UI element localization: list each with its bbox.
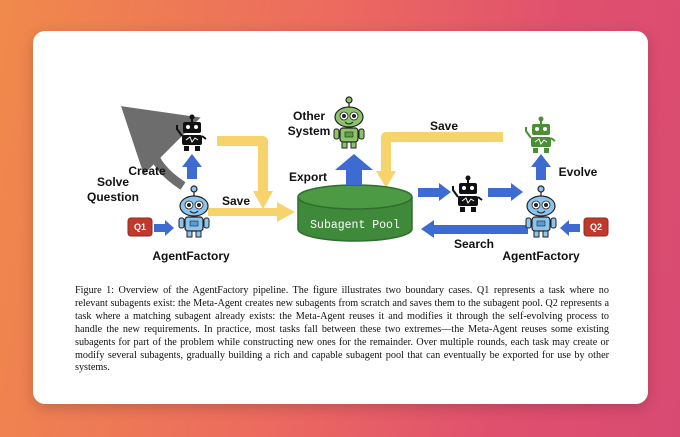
robot-icon-created <box>176 114 207 151</box>
figure-card: Subagent Pool <box>33 31 648 404</box>
figure-caption: Figure 1: Overview of the AgentFactory p… <box>75 285 609 374</box>
pool-to-robot-arrow <box>418 183 451 201</box>
create-arrow <box>182 154 202 179</box>
agent-factory-right-label: AgentFactory <box>502 249 580 263</box>
agent-factory-robot-right <box>525 185 557 238</box>
robot-to-factory-arrow <box>488 183 523 201</box>
q1-label: Q1 <box>134 222 146 232</box>
robot-icon-evolved <box>525 116 556 153</box>
save-arrow-shaft <box>208 208 278 216</box>
solve-question-arrow <box>120 106 201 190</box>
subagent-pool: Subagent Pool <box>297 184 413 242</box>
pool-label: Subagent Pool <box>310 219 400 232</box>
agent-factory-left-label: AgentFactory <box>152 249 230 263</box>
q2-label: Q2 <box>590 222 602 232</box>
save-left-arrowhead <box>253 191 273 209</box>
save-left-path <box>217 136 268 191</box>
other-system-robot <box>333 96 365 149</box>
robot-icon-reused <box>452 175 483 212</box>
save-right-label: Save <box>430 119 458 133</box>
q2-badge: Q2 <box>583 217 609 237</box>
save-right-path <box>381 132 503 171</box>
agent-factory-robot-left <box>178 185 210 238</box>
save-right-arrowhead <box>376 171 396 188</box>
evolve-label: Evolve <box>559 165 598 179</box>
search-arrow <box>421 220 528 238</box>
q1-arrow <box>154 220 174 236</box>
save-left-label: Save <box>222 194 250 208</box>
q2-arrow <box>560 220 580 236</box>
create-label: Create <box>128 164 166 178</box>
search-label: Search <box>454 237 494 251</box>
pipeline-figure: Subagent Pool <box>87 96 609 263</box>
export-arrow <box>335 154 373 185</box>
export-label: Export <box>289 170 327 184</box>
evolve-arrow <box>531 154 551 180</box>
save-arrow-head <box>277 202 295 222</box>
q1-badge: Q1 <box>127 217 153 237</box>
